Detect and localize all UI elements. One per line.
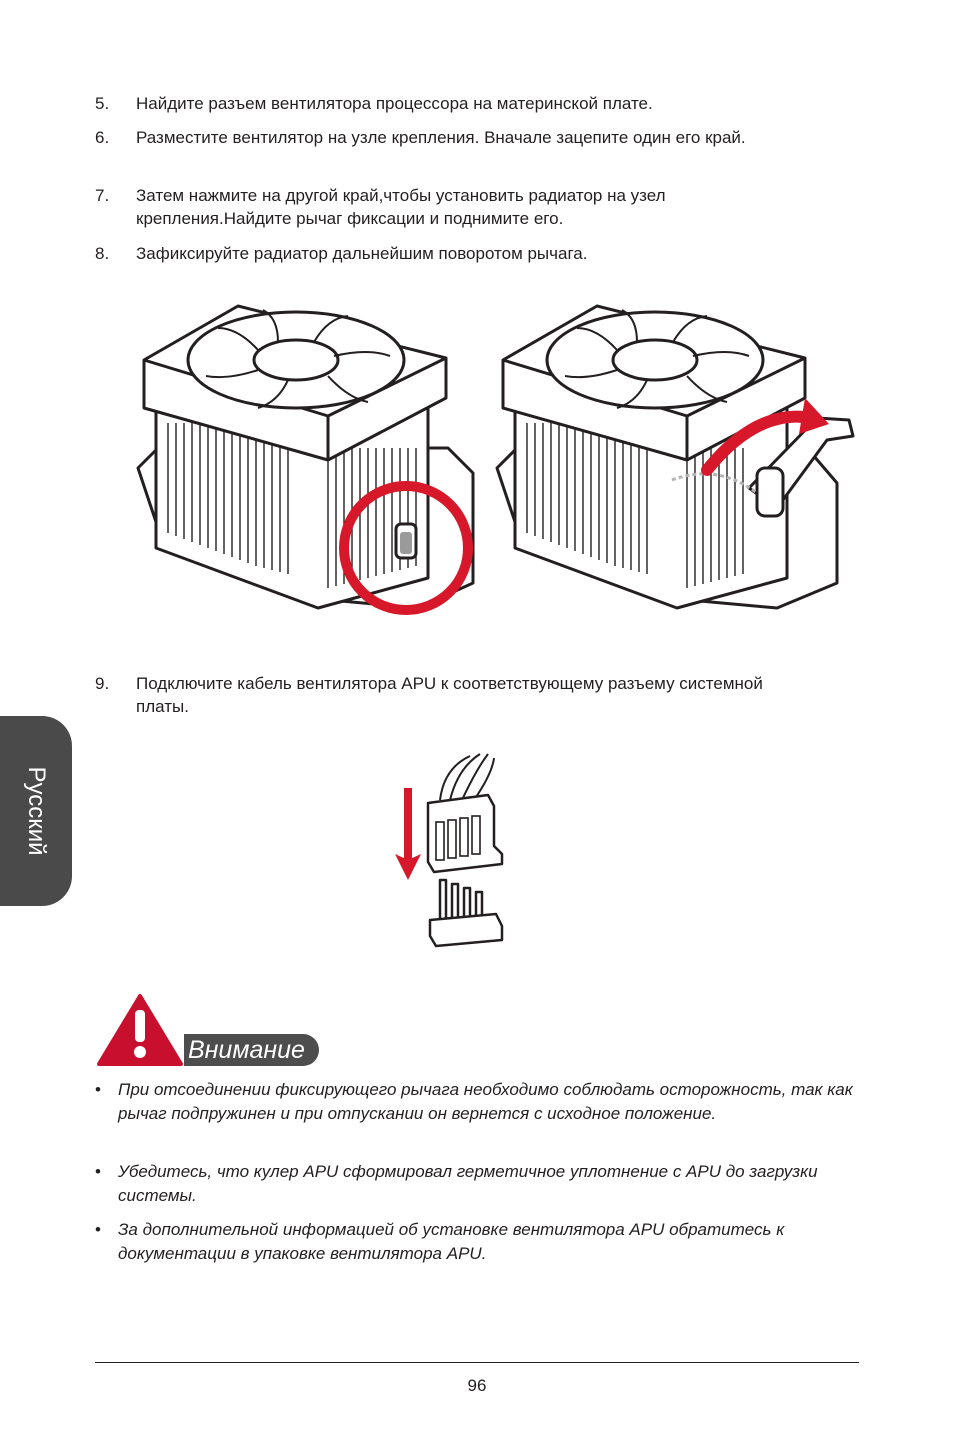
step-number: 7. (95, 186, 110, 205)
warning-icon (97, 994, 183, 1066)
cooler-illustration-left (136, 304, 475, 615)
bullet-symbol: • (95, 1080, 101, 1099)
bullet-symbol: • (95, 1162, 101, 1181)
language-label: Русский (23, 766, 50, 856)
step-number: 9. (95, 674, 110, 693)
fan-connector-illustration (395, 753, 504, 948)
footer-divider (95, 1362, 859, 1363)
bullet-text: При отсоединении фиксирующего рычага нео… (118, 1080, 853, 1123)
bullet-text: Убедитесь, что кулер APU сформировал гер… (118, 1162, 818, 1205)
step-number: 6. (95, 128, 110, 147)
cooler-illustration-right (495, 304, 855, 610)
step-text: Зафиксируйте радиатор дальнейшим поворот… (136, 244, 588, 263)
language-side-tab: Русский (0, 716, 72, 906)
step-text: Подключите кабель вентилятора APU к соот… (136, 674, 763, 716)
page-number: 96 (467, 1376, 487, 1395)
bullet-symbol: • (95, 1220, 101, 1239)
caution-title: Внимание (184, 1034, 319, 1066)
bullet-text: За дополнительной информацией об установ… (118, 1220, 785, 1263)
step-number: 5. (95, 94, 110, 113)
step-text: Найдите разъем вентилятора процессора на… (136, 94, 653, 113)
step-number: 8. (95, 244, 110, 263)
step-text: Затем нажмите на другой край,чтобы устан… (136, 186, 666, 228)
step-text: Разместите вентилятор на узле крепления.… (136, 128, 746, 147)
